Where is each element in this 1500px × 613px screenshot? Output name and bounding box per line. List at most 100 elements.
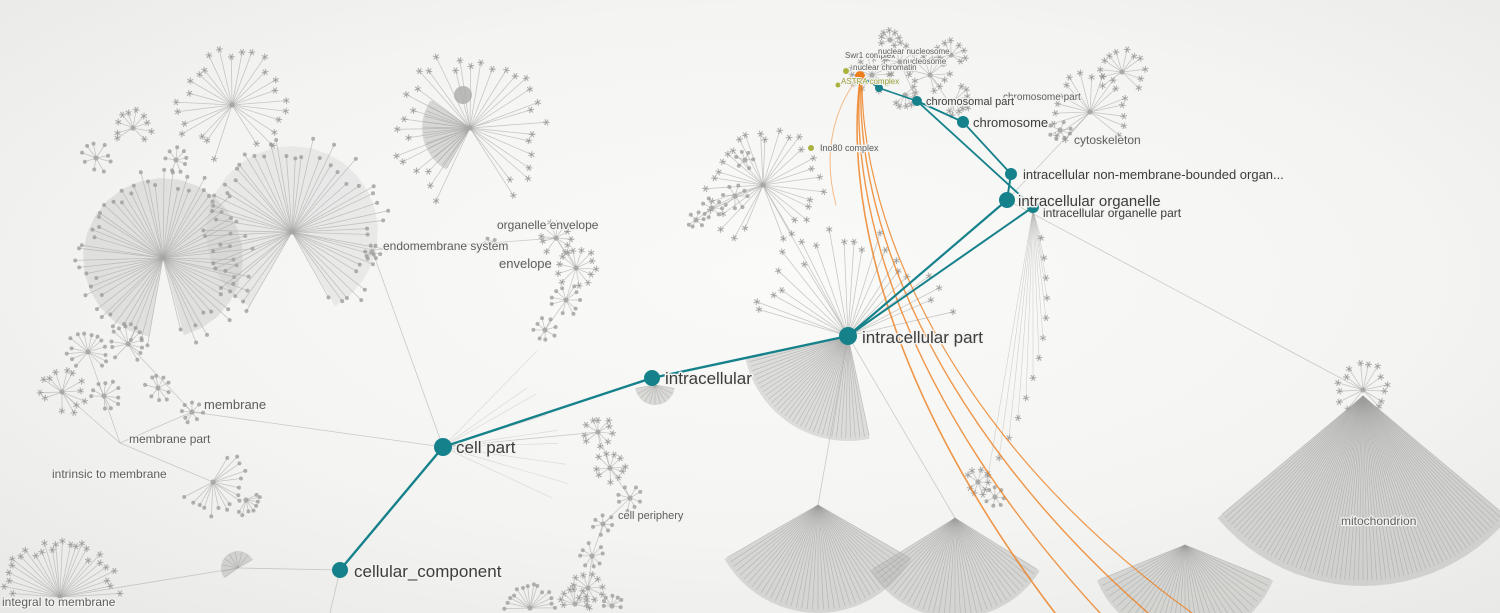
cluster-ray [49, 378, 63, 393]
cluster-ray [469, 127, 530, 169]
cluster-ray [1362, 389, 1385, 392]
term-dot-icon [540, 316, 545, 321]
wedge-striation [644, 384, 656, 402]
cluster-ray [546, 237, 557, 252]
cluster-ray [954, 96, 968, 101]
term-dot-icon [254, 492, 259, 497]
term-glyph-icon [1124, 94, 1126, 102]
cluster-ray [609, 454, 615, 469]
highlighted-term-node[interactable] [855, 71, 865, 81]
cluster-ray [98, 383, 105, 397]
term-glyph-icon [755, 298, 759, 306]
cluster-ray [140, 172, 164, 259]
cluster-ray [85, 257, 164, 296]
graph-node-non_membrane_bounded_organelle[interactable] [1005, 168, 1017, 180]
node-label-intracellular_part[interactable]: intracellular part [861, 327, 985, 349]
term-dot-icon [502, 606, 507, 611]
cluster-ray [597, 431, 613, 434]
wedge-striation [423, 127, 471, 133]
term-dot-icon [229, 215, 234, 220]
astra-complex-node[interactable] [835, 82, 841, 88]
graph-node-intracellular_organelle_part[interactable] [1027, 201, 1039, 213]
term-dot-icon [226, 307, 231, 312]
term-dot-icon [143, 382, 148, 387]
term-dot-icon [531, 582, 536, 587]
wedge-striation [817, 504, 846, 607]
swr1-complex-node[interactable] [843, 68, 849, 74]
term-dot-icon [235, 454, 240, 459]
node-label-chromosome[interactable]: chromosome [972, 114, 1050, 132]
wedge-striation [1240, 395, 1364, 535]
wedge-striation [907, 517, 956, 604]
wedge-striation [927, 517, 956, 612]
term-glyph-icon [414, 87, 422, 91]
term-dot-icon [116, 401, 121, 406]
graph-node-chromatin[interactable] [875, 84, 883, 92]
graph-node-intracellular_organelle[interactable] [999, 192, 1015, 208]
cluster-ray [562, 299, 567, 314]
graph-node-chromosome[interactable] [957, 116, 969, 128]
cluster-ray [1348, 368, 1364, 391]
term-dot-icon [109, 339, 114, 344]
term-dot-icon [227, 318, 232, 323]
term-dot-icon [202, 505, 207, 510]
cluster-ray [1362, 365, 1379, 391]
term-glyph-icon [1015, 415, 1021, 421]
cluster-ray [130, 257, 164, 325]
cluster-ray [95, 144, 106, 159]
term-glyph-icon [68, 372, 76, 375]
term-glyph-icon [731, 235, 737, 242]
term-dot-icon [92, 167, 97, 172]
term-glyph-icon [272, 87, 278, 94]
node-label-intracellular_organelle_part[interactable]: intracellular organelle part [1042, 205, 1184, 222]
term-glyph-icon [904, 102, 909, 110]
node-label-non_membrane_bounded_organelle[interactable]: intracellular non-membrane-bounded organ… [1022, 166, 1286, 184]
term-glyph-icon [1114, 85, 1118, 92]
term-glyph-icon [806, 203, 811, 210]
term-dot-icon [110, 344, 115, 349]
term-glyph-icon [595, 455, 602, 459]
term-dot-icon [182, 494, 187, 499]
graph-node-cell_part[interactable] [434, 438, 452, 456]
term-dot-icon [553, 325, 558, 330]
graph-node-intracellular_part[interactable] [839, 327, 857, 345]
graph-node-cellular_component[interactable] [332, 562, 348, 578]
term-dot-icon [97, 225, 102, 230]
cluster-ray [59, 554, 101, 598]
graph-node-chromosomal_part[interactable] [912, 96, 922, 106]
term-glyph-icon [512, 72, 518, 80]
cluster-ray [201, 104, 233, 137]
wedge-striation [1159, 544, 1186, 613]
term-dot-icon [138, 170, 143, 175]
term-dot-icon [363, 249, 368, 254]
cluster-ray [95, 157, 111, 162]
wedge-striation [1362, 395, 1400, 577]
wedge-striation [817, 335, 849, 434]
wedge-striation [1362, 395, 1482, 538]
node-label-intracellular[interactable]: intracellular [664, 368, 754, 390]
node-label-cellular_component[interactable]: cellular_component [353, 561, 504, 583]
path-edge-intracellular_organelle_part--chromosomal_part [916, 100, 1034, 208]
term-glyph-icon [742, 225, 749, 231]
cluster-ray [176, 101, 233, 106]
term-glyph-icon [559, 596, 563, 603]
term-glyph-icon [528, 85, 531, 93]
node-label-cell_part[interactable]: cell part [455, 437, 518, 459]
node-label-intracellular_organelle[interactable]: intracellular organelle [1017, 192, 1163, 212]
wedge-striation [1295, 395, 1364, 568]
term-glyph-icon [561, 253, 564, 260]
term-dot-icon [254, 503, 259, 508]
ino80-complex-node[interactable] [808, 145, 814, 151]
term-label: nuclear chromatin [853, 63, 917, 72]
graph-node-intracellular[interactable] [644, 370, 660, 386]
term-dot-icon [255, 499, 260, 504]
cluster-ray [551, 299, 567, 305]
cluster-ray [61, 370, 68, 393]
term-glyph-icon [115, 119, 122, 125]
term-glyph-icon [1137, 55, 1144, 62]
node-label-chromosomal_part[interactable]: chromosomal part [925, 95, 1016, 110]
gray-link [1006, 199, 1364, 391]
cluster-ray [871, 58, 875, 76]
